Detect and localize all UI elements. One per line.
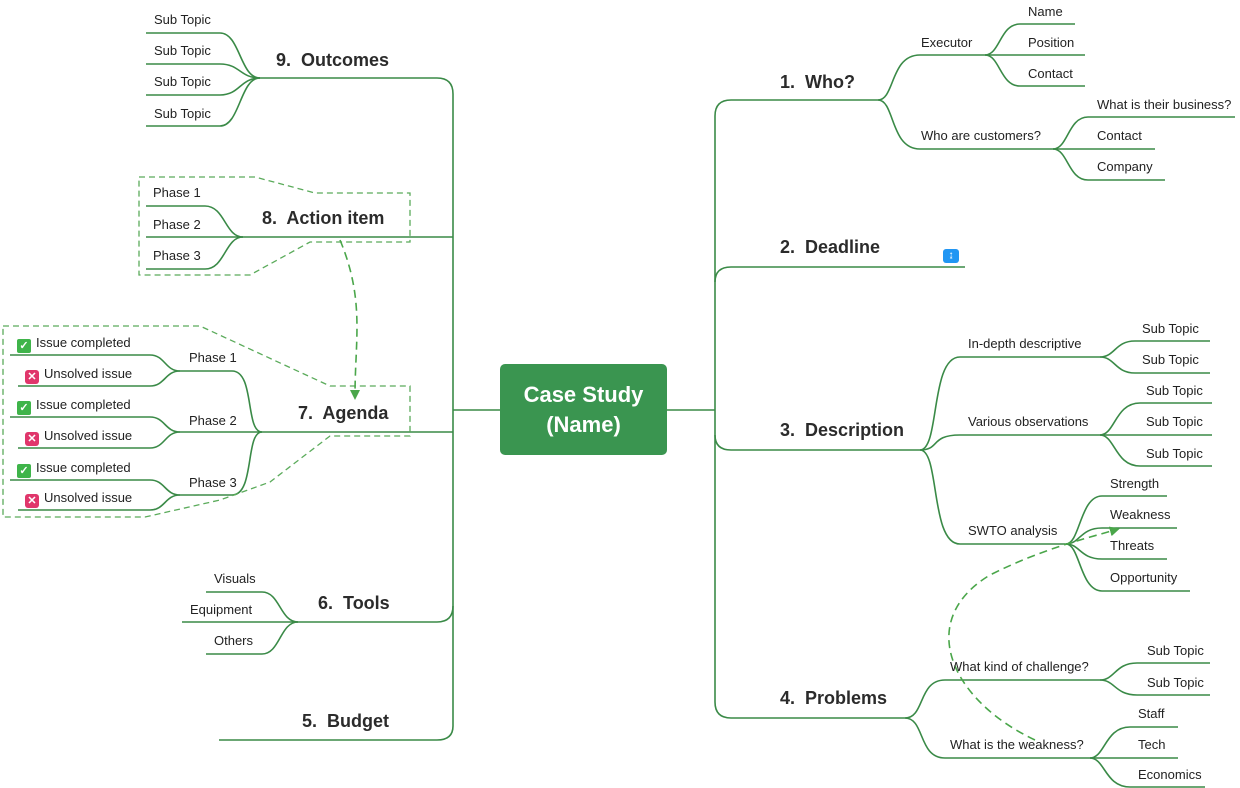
topic-number: 2. bbox=[780, 237, 796, 257]
leaf-phase[interactable]: Phase 1 bbox=[153, 185, 201, 200]
topic-outcomes[interactable]: 9. Outcomes bbox=[276, 50, 389, 71]
topic-label: Description bbox=[805, 420, 905, 440]
check-icon: ✓ bbox=[17, 464, 31, 478]
topic-label: Agenda bbox=[322, 403, 389, 423]
leaf-weakness[interactable]: Weakness bbox=[1110, 507, 1171, 522]
leaf-sub-topic[interactable]: Sub Topic bbox=[154, 43, 211, 58]
topic-description[interactable]: 3. Description bbox=[780, 420, 904, 441]
topic-number: 8. bbox=[262, 208, 278, 228]
subtopic-various[interactable]: Various observations bbox=[968, 414, 1089, 429]
leaf-position[interactable]: Position bbox=[1028, 35, 1075, 50]
task-icon: ↨ bbox=[943, 249, 959, 263]
leaf-staff[interactable]: Staff bbox=[1138, 706, 1165, 721]
agenda-issue-completed[interactable]: ✓ Issue completed bbox=[17, 460, 131, 478]
cross-icon: ✕ bbox=[25, 370, 39, 384]
topic-deadline[interactable]: 2. Deadline bbox=[780, 237, 880, 258]
leaf-strength[interactable]: Strength bbox=[1110, 476, 1160, 491]
leaf-sub-topic[interactable]: Sub Topic bbox=[154, 106, 211, 121]
topic-tools[interactable]: 6. Tools bbox=[318, 593, 390, 614]
topic-number: 5. bbox=[302, 711, 318, 731]
topic-number: 7. bbox=[298, 403, 314, 423]
topic-number: 6. bbox=[318, 593, 334, 613]
leaf-visuals[interactable]: Visuals bbox=[214, 571, 256, 586]
agenda-issue-unsolved[interactable]: ✕ Unsolved issue bbox=[25, 366, 132, 384]
leaf-economics[interactable]: Economics bbox=[1138, 767, 1202, 782]
agenda-phase[interactable]: Phase 3 bbox=[189, 475, 237, 490]
agenda-issue-completed[interactable]: ✓ Issue completed bbox=[17, 335, 131, 353]
leaf-others[interactable]: Others bbox=[214, 633, 254, 648]
topic-label: Problems bbox=[805, 688, 888, 708]
leaf-contact[interactable]: Contact bbox=[1097, 128, 1142, 143]
leaf-sub-topic[interactable]: Sub Topic bbox=[1146, 383, 1203, 398]
topic-action-item[interactable]: 8. Action item bbox=[262, 208, 384, 229]
subtopic-swto[interactable]: SWTO analysis bbox=[968, 523, 1058, 538]
agenda-issue-unsolved[interactable]: ✕ Unsolved issue bbox=[25, 428, 132, 446]
topic-number: 4. bbox=[780, 688, 796, 708]
leaf-contact[interactable]: Contact bbox=[1028, 66, 1073, 81]
leaf-name[interactable]: Name bbox=[1028, 4, 1063, 19]
leaf-company[interactable]: Company bbox=[1097, 159, 1153, 174]
topic-problems[interactable]: 4. Problems bbox=[780, 688, 887, 709]
leaf-sub-topic[interactable]: Sub Topic bbox=[154, 12, 211, 27]
topic-label: Action item bbox=[286, 208, 385, 228]
topic-number: 9. bbox=[276, 50, 292, 70]
issue-label: Unsolved issue bbox=[44, 490, 133, 505]
leaf-sub-topic[interactable]: Sub Topic bbox=[1142, 352, 1199, 367]
leaf-business[interactable]: What is their business? bbox=[1097, 97, 1232, 112]
topic-number: 1. bbox=[780, 72, 796, 92]
topic-who[interactable]: 1. Who? bbox=[780, 72, 855, 93]
subtopic-weakness[interactable]: What is the weakness? bbox=[950, 737, 1084, 752]
topic-label: Budget bbox=[327, 711, 390, 731]
leaf-opportunity[interactable]: Opportunity bbox=[1110, 570, 1178, 585]
leaf-sub-topic[interactable]: Sub Topic bbox=[154, 74, 211, 89]
agenda-phase[interactable]: Phase 2 bbox=[189, 413, 237, 428]
subtopic-indepth[interactable]: In-depth descriptive bbox=[968, 336, 1082, 351]
cross-icon: ✕ bbox=[25, 432, 39, 446]
subtopic-executor[interactable]: Executor bbox=[921, 35, 973, 50]
topic-label: Deadline bbox=[805, 237, 881, 257]
leaf-phase[interactable]: Phase 3 bbox=[153, 248, 201, 263]
leaf-sub-topic[interactable]: Sub Topic bbox=[1142, 321, 1199, 336]
agenda-issue-completed[interactable]: ✓ Issue completed bbox=[17, 397, 131, 415]
leaf-phase[interactable]: Phase 2 bbox=[153, 217, 201, 232]
topic-budget[interactable]: 5. Budget bbox=[302, 711, 389, 732]
leaf-sub-topic[interactable]: Sub Topic bbox=[1146, 446, 1203, 461]
leaf-sub-topic[interactable]: Sub Topic bbox=[1147, 643, 1204, 658]
leaf-tech[interactable]: Tech bbox=[1138, 737, 1166, 752]
cross-icon: ✕ bbox=[25, 494, 39, 508]
check-icon: ✓ bbox=[17, 339, 31, 353]
central-topic-title: Case Study (Name) bbox=[523, 381, 644, 437]
issue-label: Unsolved issue bbox=[44, 366, 133, 381]
issue-label: Unsolved issue bbox=[44, 428, 133, 443]
agenda-phase[interactable]: Phase 1 bbox=[189, 350, 237, 365]
issue-label: Issue completed bbox=[36, 397, 131, 412]
topic-number: 3. bbox=[780, 420, 796, 440]
topic-agenda[interactable]: 7. Agenda bbox=[298, 403, 388, 424]
leaf-sub-topic[interactable]: Sub Topic bbox=[1147, 675, 1204, 690]
leaf-equipment[interactable]: Equipment bbox=[190, 602, 253, 617]
topic-label: Outcomes bbox=[301, 50, 390, 70]
issue-label: Issue completed bbox=[36, 335, 131, 350]
topic-label: Tools bbox=[343, 593, 390, 613]
issue-label: Issue completed bbox=[36, 460, 131, 475]
subtopic-customers[interactable]: Who are customers? bbox=[921, 128, 1041, 143]
agenda-issue-unsolved[interactable]: ✕ Unsolved issue bbox=[25, 490, 132, 508]
central-topic[interactable]: Case Study (Name) bbox=[500, 364, 667, 455]
check-icon: ✓ bbox=[17, 401, 31, 415]
subtopic-challenge[interactable]: What kind of challenge? bbox=[950, 659, 1089, 674]
topic-label: Who? bbox=[805, 72, 856, 92]
leaf-threats[interactable]: Threats bbox=[1110, 538, 1155, 553]
leaf-sub-topic[interactable]: Sub Topic bbox=[1146, 414, 1203, 429]
